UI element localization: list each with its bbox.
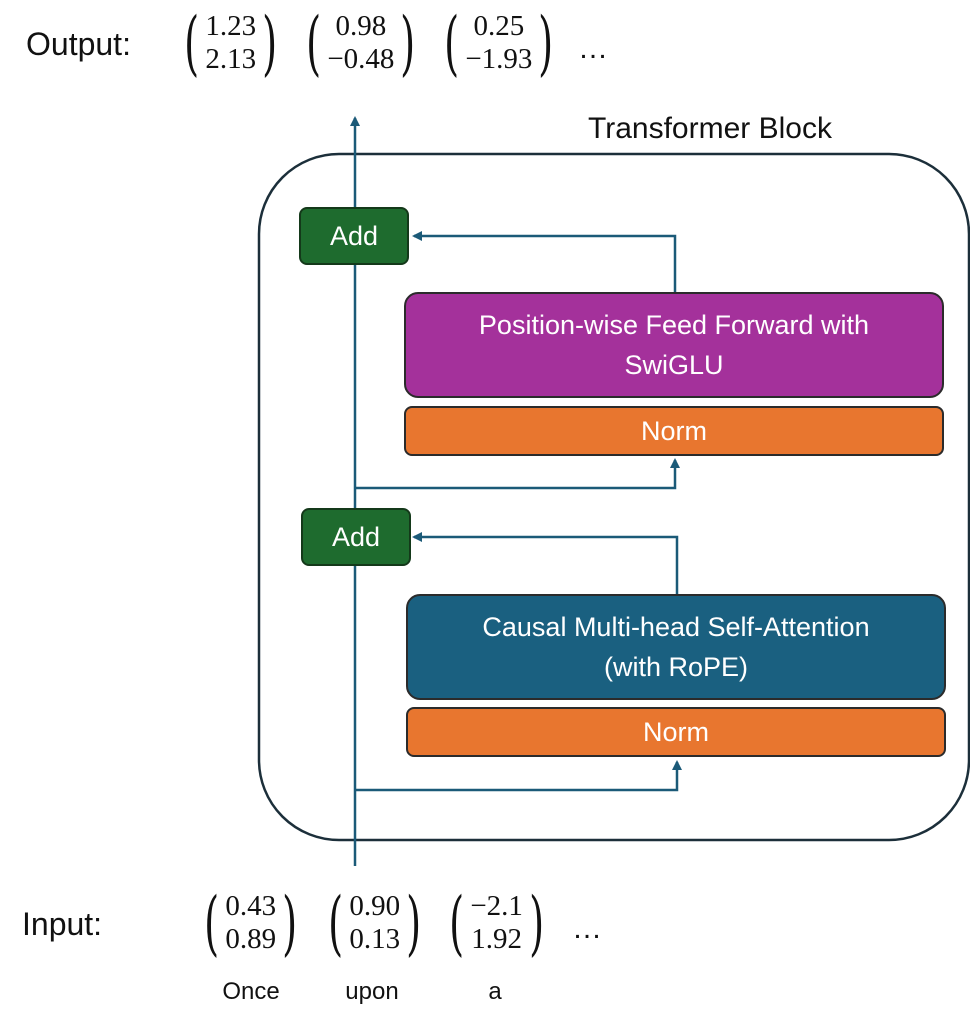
vector-value: 0.25 <box>473 10 525 42</box>
output-ellipsis: … <box>578 32 608 65</box>
vector-value: 0.98 <box>335 10 387 42</box>
attention-label-line1: Causal Multi-head Self-Attention <box>482 612 870 642</box>
left-paren: ( <box>184 2 200 84</box>
input-ellipsis: … <box>572 912 602 945</box>
attention-box: Causal Multi-head Self-Attention (with R… <box>406 594 946 700</box>
left-paren: ( <box>306 2 322 84</box>
right-paren: ) <box>406 882 422 964</box>
top-add-node: Add <box>299 207 409 265</box>
transformer-block-title: Transformer Block <box>588 112 832 145</box>
vector-value: 2.13 <box>205 43 257 75</box>
left-paren: ( <box>204 882 220 964</box>
attention-label-line2: (with RoPE) <box>603 652 749 682</box>
left-paren: ( <box>328 882 344 964</box>
right-paren: ) <box>529 882 545 964</box>
output-vector-3: ( 0.25 −1.93 ) <box>438 8 560 78</box>
input-token-once: Once <box>222 978 280 1005</box>
input-token-a: a <box>488 978 502 1005</box>
vector-value: 1.92 <box>471 923 522 955</box>
input-token-upon: upon <box>345 978 399 1005</box>
left-paren: ( <box>449 882 465 964</box>
branch-to-bottom-norm <box>355 760 682 792</box>
top-norm-box: Norm <box>404 406 944 456</box>
output-vector-1: ( 1.23 2.13 ) <box>178 8 283 78</box>
input-vector-2: ( 0.90 0.13 ) <box>322 888 427 958</box>
bottom-norm-box: Norm <box>406 707 946 757</box>
output-label: Output: <box>26 26 131 62</box>
branch-to-top-norm <box>355 458 680 490</box>
feed-forward-label-line2: SwiGLU <box>624 350 724 380</box>
left-paren: ( <box>444 2 460 84</box>
bottom-add-node: Add <box>301 508 411 566</box>
vector-value: 1.23 <box>205 10 257 42</box>
right-paren: ) <box>282 882 298 964</box>
vector-value: 0.13 <box>349 923 401 955</box>
right-paren: ) <box>262 2 278 84</box>
input-label: Input: <box>22 906 103 942</box>
vector-value: −0.48 <box>327 43 395 75</box>
right-paren: ) <box>400 2 416 84</box>
output-vector-2: ( 0.98 −0.48 ) <box>300 8 422 78</box>
attention-to-add <box>412 532 679 594</box>
input-vector-3: ( −2.1 1.92 ) <box>443 888 550 958</box>
vector-value: −1.93 <box>465 43 533 75</box>
transformer-block-outline <box>257 152 970 842</box>
ffn-to-add <box>412 231 677 294</box>
input-vector-1: ( 0.43 0.89 ) <box>198 888 303 958</box>
vector-value: 0.90 <box>349 890 401 922</box>
right-paren: ) <box>538 2 554 84</box>
vector-value: 0.89 <box>225 923 277 955</box>
vector-value: −2.1 <box>470 890 523 922</box>
feed-forward-box: Position-wise Feed Forward with SwiGLU <box>404 292 944 398</box>
feed-forward-label-line1: Position-wise Feed Forward with <box>478 310 870 340</box>
vector-value: 0.43 <box>225 890 277 922</box>
